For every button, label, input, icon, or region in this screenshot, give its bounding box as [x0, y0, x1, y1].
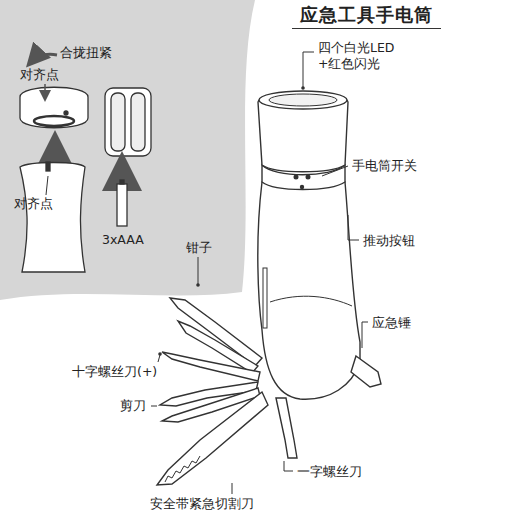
part-label: 手电筒开关	[352, 158, 417, 174]
part-label: 钳子	[186, 240, 212, 256]
leader-dots	[158, 86, 305, 356]
part-label: 剪刀	[120, 398, 146, 414]
part-label: 合拢扭紧	[60, 45, 112, 61]
part-label: 对齐点	[14, 196, 53, 212]
part-label: 3xAAA	[102, 232, 144, 248]
inset-ground	[0, 0, 255, 300]
part-label: 对齐点	[20, 67, 59, 83]
inset-parts	[20, 54, 151, 272]
part-label: 安全带紧急切割刀	[150, 496, 254, 512]
part-label: 四个白光LED +红色闪光	[318, 40, 410, 73]
part-label: 应急锤	[372, 315, 411, 331]
part-label: 一字螺丝刀	[297, 464, 362, 480]
leader-lines	[151, 52, 368, 494]
part-label: 十字螺丝刀(+)	[72, 364, 157, 380]
title: 应急工具手电筒	[292, 3, 441, 29]
flashlight	[157, 91, 381, 485]
part-label: 推动按钮	[363, 233, 415, 249]
